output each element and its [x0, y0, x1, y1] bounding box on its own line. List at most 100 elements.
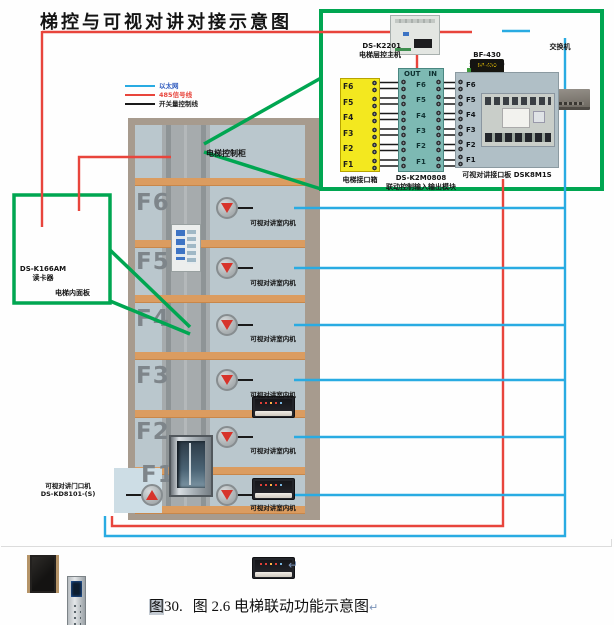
terminal-label: F6: [466, 81, 476, 89]
io-module-model: DS-K2M0808: [395, 174, 447, 182]
floor-label: F1: [141, 462, 175, 488]
ethernet-wires: [103, 29, 567, 538]
indoor-unit-label: 可视对讲室内机: [250, 391, 296, 399]
elevator-control-cabinet-image: [171, 224, 201, 272]
legend-row-rs485: 485信号线: [125, 91, 198, 99]
door-station-label: 可视对讲门口机 DS-KD8101-(S): [36, 482, 100, 498]
call-button-down: [216, 314, 238, 336]
card-reader-name: 读卡器: [32, 273, 54, 282]
callout-frames: [12, 9, 604, 336]
indoor-unit-label: 可视对讲室内机: [250, 447, 296, 455]
shaft-seam: [184, 125, 187, 513]
floor-label: F6: [136, 190, 170, 216]
door-station-model: DS-KD8101-(S): [40, 490, 96, 499]
screw-terminals: [401, 94, 406, 108]
legend-row-ethernet: 以太网: [125, 82, 198, 90]
legend-label: 以太网: [159, 81, 179, 90]
terminal-label: F1: [416, 157, 426, 166]
floor-divider: [135, 506, 305, 514]
card-reader-model: DS-K166AM: [19, 265, 67, 273]
screw-terminals: [372, 126, 377, 140]
floor-label: F5: [136, 249, 170, 275]
down-arrow-icon: [221, 490, 233, 500]
figure-caption: 图30.图 2.6 电梯联动功能示意图↵: [149, 595, 378, 616]
elevator-control-cabinet-label: 电梯控制柜: [206, 149, 246, 158]
floor-divider: [135, 240, 305, 248]
screw-terminals: [436, 109, 441, 123]
screw-terminals: [458, 139, 463, 152]
diagram-title: 梯控与可视对讲对接示意图: [40, 12, 292, 33]
indoor-unit-label: 可视对讲室内机: [250, 279, 296, 287]
screw-terminals: [372, 157, 377, 171]
down-arrow-icon: [221, 432, 233, 442]
screw-terminals: [372, 80, 377, 94]
card-reader-label: DS-K166AM 读卡器: [14, 265, 72, 283]
terminal-label: F5: [343, 97, 354, 107]
intercom-interface-board: F6 F5 F4 F3 F2 F1: [455, 72, 559, 168]
floor-divider: [135, 295, 305, 303]
call-button-down: [216, 369, 238, 391]
legend-label: 485信号线: [159, 90, 193, 99]
paragraph-return-mark: ↵: [288, 558, 299, 572]
screw-terminals: [372, 95, 377, 109]
call-button-down: [216, 426, 238, 448]
intercom-interface-board-label: 可视对讲接口板 DSK8M1S: [462, 171, 552, 179]
down-arrow-icon: [221, 320, 233, 330]
elevator-interface-box: F6 F5 F4 F3 F2 F1: [340, 78, 380, 172]
car-panel-label: 电梯内面板: [54, 289, 91, 298]
terminal-label: F4: [466, 111, 476, 119]
screw-terminals: [458, 109, 463, 122]
board-terminal-column: F6 F5 F4 F3 F2 F1: [457, 78, 487, 168]
floor-label: F3: [136, 363, 170, 389]
text-boundary-tick: [611, 539, 612, 547]
rs485-line-swatch: [125, 93, 155, 97]
converter-front-text: BF-430: [477, 63, 497, 69]
terminal-label: F3: [343, 128, 354, 138]
floor-label: F2: [136, 419, 170, 445]
down-arrow-icon: [221, 203, 233, 213]
io-in-header: IN: [428, 70, 437, 78]
indoor-unit-label: 可视对讲室内机: [250, 504, 296, 512]
screw-terminals: [458, 154, 463, 167]
io-module-name: 联动控制输入输出模块: [386, 182, 456, 191]
indoor-unit-image: [252, 478, 295, 500]
legend-label: 开关量控制线: [159, 99, 198, 108]
shaft-rail-left: [166, 125, 171, 513]
controller-name: 电梯层控主机: [359, 50, 401, 59]
indoor-unit-label: 可视对讲室内机: [250, 219, 296, 227]
control-wires: [126, 207, 253, 496]
io-module-label: DS-K2M0808 联动控制输入输出模块: [366, 174, 476, 192]
screw-terminals: [458, 124, 463, 137]
elevator-interface-box-label: 电梯接口箱: [342, 176, 378, 184]
terminal-label: F1: [466, 156, 476, 164]
screw-terminals: [401, 79, 406, 93]
terminal-label: F5: [466, 96, 476, 104]
screw-terminals: [458, 79, 463, 92]
converter-model: BF-430: [473, 51, 501, 59]
terminal-label: F1: [343, 159, 354, 169]
caption-field-highlight: 图: [149, 599, 165, 615]
elevator-car-image: [169, 435, 213, 497]
screw-terminals: [372, 142, 377, 156]
caption-body: 图 2.6 电梯联动功能示意图: [192, 599, 370, 615]
screw-terminals: [436, 94, 441, 108]
screw-terminals: [436, 125, 441, 139]
indoor-unit-label: 可视对讲室内机: [250, 335, 296, 343]
screw-terminals: [372, 111, 377, 125]
floor-divider: [135, 178, 305, 186]
converter-label: BF-430 通信转换器: [460, 51, 514, 69]
terminal-label: F4: [416, 111, 426, 120]
screw-terminals: [436, 140, 441, 154]
up-arrow-icon: [146, 490, 158, 500]
indoor-unit-image: [252, 557, 295, 579]
screw-terminals: [401, 155, 406, 169]
screw-terminals: [401, 125, 406, 139]
floor-divider: [135, 467, 305, 475]
indoor-unit-image: [252, 396, 295, 418]
terminal-label: F3: [416, 127, 426, 136]
terminal-label: F6: [416, 81, 426, 90]
screw-terminals: [458, 94, 463, 107]
controller-device-image: [390, 15, 440, 55]
terminal-label: F3: [466, 126, 476, 134]
